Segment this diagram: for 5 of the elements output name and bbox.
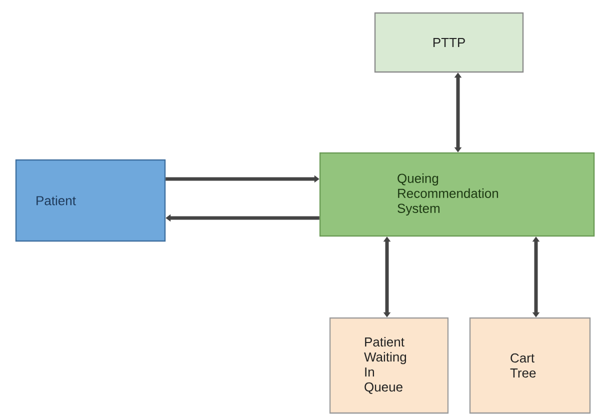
box: PTTP — [374, 12, 524, 73]
box: Queing Recommendation System — [319, 152, 595, 237]
box: Patient — [15, 159, 166, 242]
box: Cart Tree — [469, 317, 591, 414]
box: Patient Waiting In Queue — [329, 317, 449, 414]
